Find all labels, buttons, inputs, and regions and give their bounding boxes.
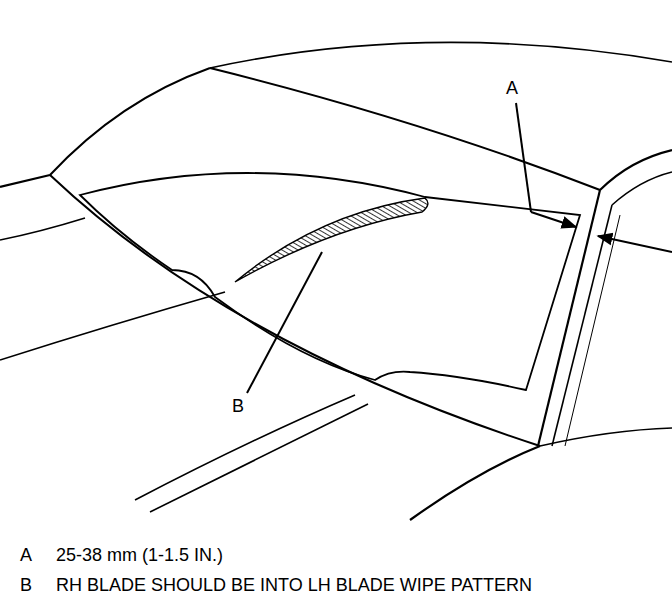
legend-text: RH BLADE SHOULD BE INTO LH BLADE WIPE PA… (54, 576, 534, 596)
callout-letter: A (504, 79, 520, 99)
overlap-area (235, 198, 428, 282)
body-lines (0, 42, 672, 520)
legend-letter: B (18, 576, 34, 596)
legend-text: 25-38 mm (1-1.5 IN.) (54, 546, 225, 566)
leader-lines (247, 103, 672, 393)
legend-letter: A (18, 546, 34, 566)
callout-letter: B (230, 397, 246, 417)
